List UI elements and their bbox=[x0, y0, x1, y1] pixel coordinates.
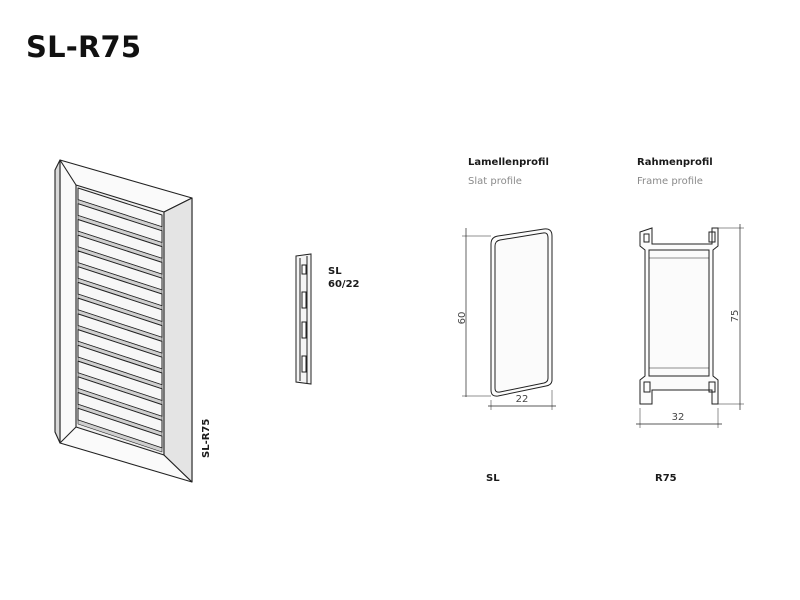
shutter-side-face bbox=[54, 159, 61, 444]
slat-section-label-line1: SL bbox=[328, 266, 342, 277]
frame-profile-groove bbox=[643, 233, 650, 243]
frame-height-dim-text: 75 bbox=[730, 310, 741, 323]
slat-section-label-line2: 60/22 bbox=[328, 279, 360, 290]
frame-profile-heading-en: Frame profile bbox=[637, 176, 703, 187]
shutter-illustration bbox=[54, 159, 193, 483]
shutter-frame-right bbox=[163, 197, 193, 483]
slat-section-hole bbox=[301, 321, 307, 339]
slat-section-label: SL 60/22 bbox=[328, 265, 359, 291]
slat-section-hole bbox=[301, 291, 307, 309]
slat-width-dim-text: 22 bbox=[516, 394, 529, 405]
frame-profile-groove bbox=[708, 231, 716, 243]
shutter-slat-shadow bbox=[77, 419, 163, 453]
frame-profile-groove bbox=[643, 381, 651, 393]
page-title: SL-R75 bbox=[26, 30, 142, 64]
frame-profile-outer bbox=[639, 227, 719, 405]
frame-profile-code: R75 bbox=[655, 473, 677, 484]
slat-profile-inner bbox=[494, 232, 549, 393]
slat-cross-section bbox=[295, 253, 312, 385]
shutter-vertical-label: SL-R75 bbox=[201, 418, 212, 458]
shutter-slats bbox=[77, 187, 163, 453]
frame-profile-groove bbox=[708, 381, 716, 393]
slat-profile-outer bbox=[490, 228, 553, 397]
slat-section-hole bbox=[301, 355, 307, 373]
slat-profile-heading-en: Slat profile bbox=[468, 176, 522, 187]
slat-height-dim-text: 60 bbox=[457, 312, 468, 325]
bevel-line bbox=[59, 159, 77, 186]
bevel-line bbox=[59, 426, 77, 444]
slat-section-hole bbox=[301, 264, 307, 275]
frame-profile-chamber bbox=[648, 249, 710, 377]
frame-profile-drawing bbox=[636, 224, 744, 428]
frame-profile-heading-de: Rahmenprofil bbox=[637, 157, 713, 168]
slat-profile-heading-de: Lamellenprofil bbox=[468, 157, 549, 168]
slat-profile-drawing bbox=[462, 228, 556, 410]
frame-width-dim-text: 32 bbox=[672, 412, 685, 423]
slat-profile-code: SL bbox=[486, 473, 500, 484]
